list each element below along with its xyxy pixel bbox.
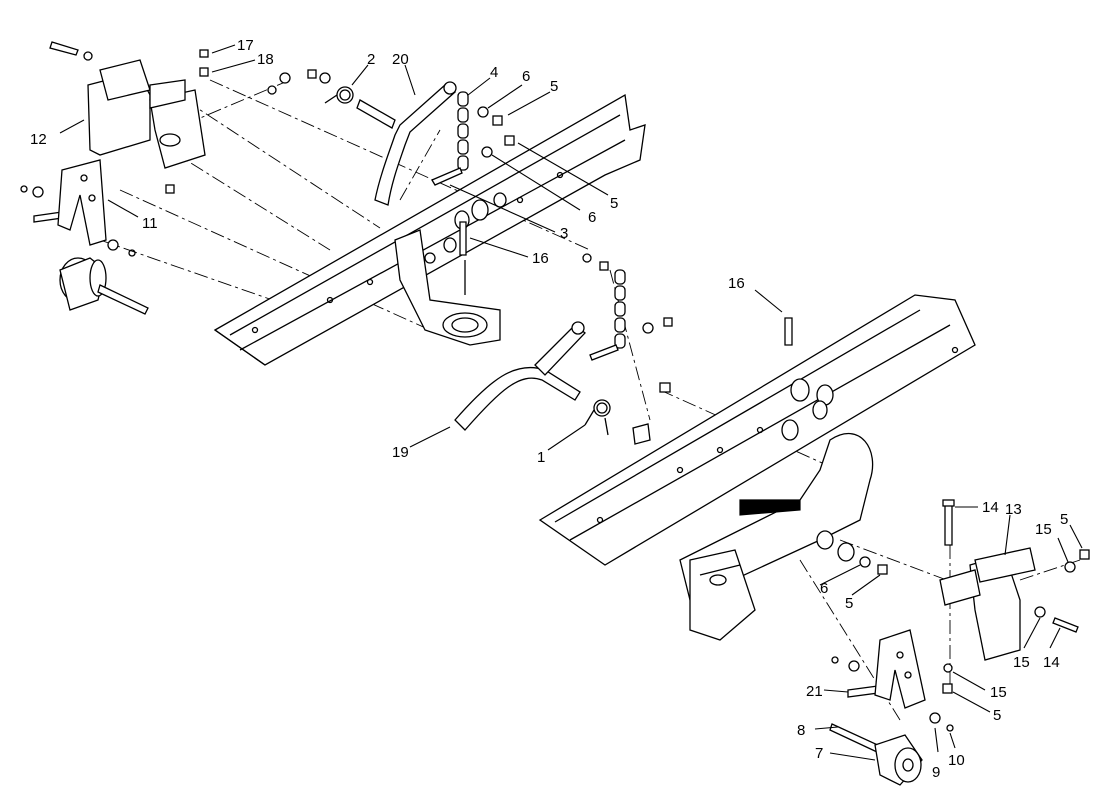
chain-upper [457, 91, 469, 171]
torsion-spring-2 [324, 86, 354, 104]
frame-rail-lower [538, 294, 976, 566]
callout-20: 20 [392, 51, 409, 68]
callout-9: 9 [932, 764, 940, 781]
callout-14-right: 14 [1043, 654, 1060, 671]
callout-10: 10 [948, 752, 965, 769]
callout-21: 21 [806, 683, 823, 700]
bracket-13 [939, 547, 1036, 661]
callout-14-top: 14 [982, 499, 999, 516]
callout-15-top: 15 [1035, 521, 1052, 538]
mount-cylinder-7 [829, 723, 923, 786]
callout-16-lower: 16 [728, 275, 745, 292]
callout-15-bottom: 15 [990, 684, 1007, 701]
callout-labels: 1 2 3 4 6 5 5 6 6 5 7 8 9 10 11 12 13 14… [30, 37, 1068, 781]
mount-cylinder-upper [59, 257, 149, 315]
callout-6-lower: 6 [820, 580, 828, 597]
stabilizer-bar-19 [454, 321, 586, 431]
tow-hook-assembly [679, 433, 874, 641]
callout-5-right: 5 [1060, 511, 1068, 528]
callout-13: 13 [1005, 501, 1022, 518]
callout-12: 12 [30, 131, 47, 148]
callout-5-upper: 5 [550, 78, 558, 95]
bracket-12 [87, 59, 206, 169]
stabilizer-bar-20 [356, 81, 457, 206]
fasteners [20, 41, 1090, 732]
leader-lines [59, 44, 1083, 761]
crossmember-bracket [394, 229, 501, 346]
callout-5-middle: 5 [610, 195, 618, 212]
callout-1: 1 [537, 449, 545, 466]
callout-18: 18 [257, 51, 274, 68]
callout-6-upper: 6 [522, 68, 530, 85]
callout-8: 8 [797, 722, 805, 739]
callout-17: 17 [237, 37, 254, 54]
callout-11: 11 [142, 215, 158, 232]
callout-6-middle: 6 [588, 209, 596, 226]
callout-2: 2 [367, 51, 375, 68]
callout-4: 4 [490, 64, 498, 81]
callout-7: 7 [815, 745, 823, 762]
callout-5-lower: 5 [845, 595, 853, 612]
callout-15-right: 15 [1013, 654, 1030, 671]
bracket-11 [57, 159, 107, 246]
frame-rail-upper [213, 93, 646, 366]
callout-3: 3 [560, 225, 568, 242]
bracket-21 [874, 629, 926, 709]
callout-19: 19 [392, 444, 409, 461]
torsion-spring-1 [584, 399, 611, 436]
chain-lower [614, 269, 626, 349]
callout-5-bottom: 5 [993, 707, 1001, 724]
callout-16-upper: 16 [532, 250, 549, 267]
